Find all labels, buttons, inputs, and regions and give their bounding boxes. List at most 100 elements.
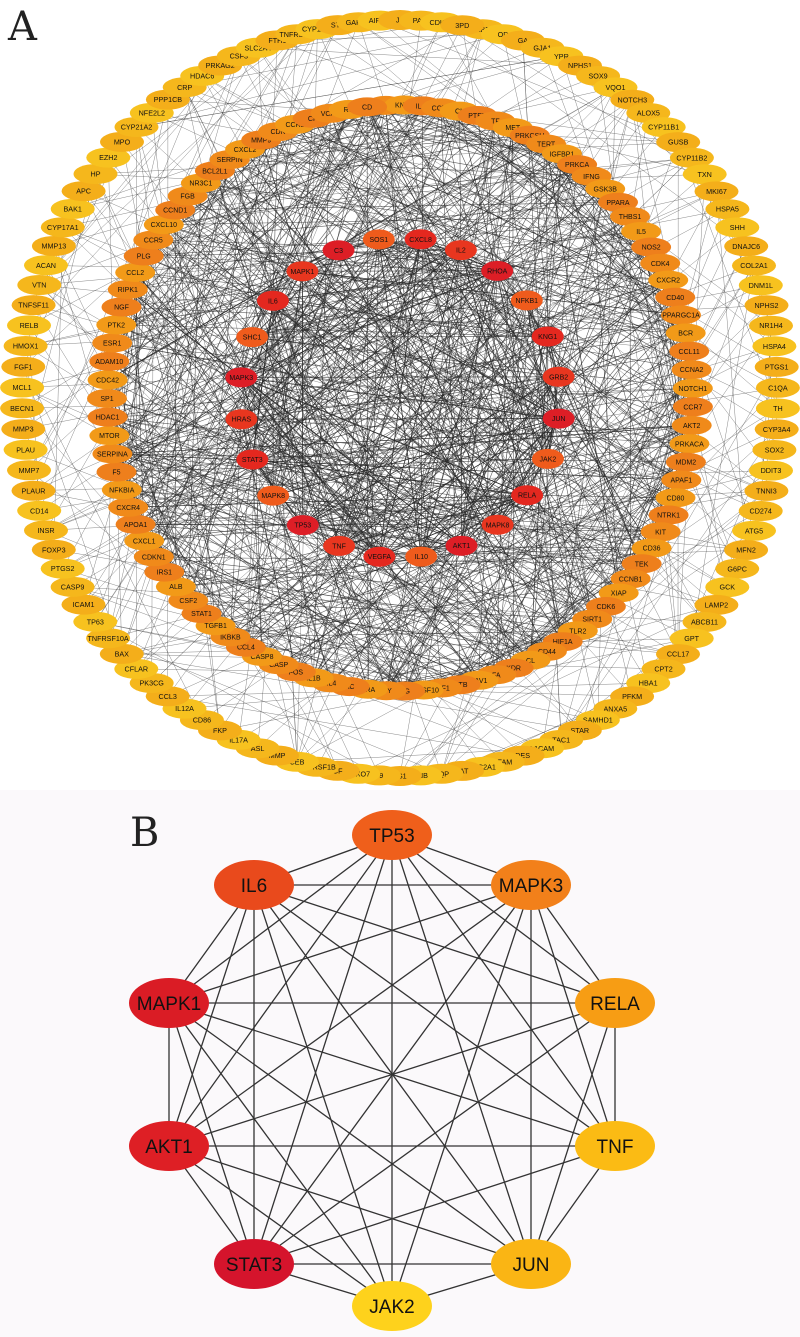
node-shape — [672, 397, 713, 417]
network-edge — [302, 270, 559, 419]
network-edge — [95, 621, 380, 776]
node-label: VCAN — [321, 111, 340, 118]
network-edge — [153, 556, 642, 565]
node-shape — [108, 497, 149, 517]
node-shape — [669, 341, 710, 361]
node-label: YPR — [554, 52, 569, 61]
node-label: CD86 — [193, 716, 211, 725]
node-label: TEK — [635, 561, 649, 568]
network-edge — [558, 418, 682, 481]
network-edge — [53, 227, 64, 550]
network-node-outer: CASP9 — [50, 576, 95, 597]
node-label: PTEN — [468, 113, 487, 120]
node-label: KNG1 — [538, 334, 557, 341]
node-label: APOA1 — [124, 522, 147, 529]
network-edge — [135, 105, 386, 525]
node-label: COL2A1 — [740, 261, 768, 270]
node-label: MCL1 — [13, 383, 32, 392]
node-shape — [73, 611, 118, 632]
node-shape — [0, 398, 45, 419]
network-edge — [461, 458, 549, 546]
network-node-outer: TP63 — [73, 611, 118, 632]
network-edge — [252, 270, 498, 460]
node-label: GSK3B — [594, 186, 618, 193]
network-node-middle: CXCR2 — [648, 270, 689, 290]
network-edge — [294, 124, 676, 298]
network-node-middle: CDC42 — [87, 370, 128, 390]
core-edge-MAPK1-JAK2 — [168, 1002, 393, 1307]
node-shape — [404, 229, 437, 250]
network-edge — [302, 418, 559, 526]
network-edge — [241, 250, 339, 420]
node-label: IFNG — [583, 174, 600, 181]
network-edge — [33, 304, 318, 767]
node-label: MMP13 — [42, 242, 67, 251]
node-label: CASP9 — [61, 583, 85, 592]
node-label: KDR — [506, 666, 521, 673]
node-label: CDK — [271, 129, 286, 136]
node-shape — [511, 485, 544, 506]
network-edge — [153, 239, 661, 533]
network-edge — [116, 270, 303, 326]
network-edge — [302, 336, 548, 526]
network-edge — [143, 110, 460, 257]
network-node-inner: CXCL8 — [404, 229, 437, 250]
core-node-shape — [575, 1121, 655, 1171]
network-node-middle: CXCR4 — [108, 497, 149, 517]
node-label: HDAC6 — [190, 72, 214, 81]
network-node-outer: MKI67 — [694, 181, 739, 202]
network-node-outer: DDIT3 — [749, 460, 793, 481]
network-edge — [338, 250, 498, 525]
core-node-akt1: AKT1 — [129, 1121, 209, 1171]
network-edge — [378, 239, 498, 272]
network-edge — [558, 332, 686, 378]
network-edge — [107, 416, 607, 607]
network-edge — [278, 545, 462, 665]
network-edge — [366, 106, 631, 579]
node-label: HBA1 — [639, 679, 658, 688]
node-label: NOS2 — [642, 245, 661, 252]
node-label: PPARGC1A — [662, 313, 700, 320]
network-edge — [112, 159, 230, 455]
network-node-inner: IL6 — [256, 290, 289, 311]
network-edge — [241, 239, 380, 378]
node-shape — [661, 305, 701, 325]
network-node-middle: PLG — [123, 246, 164, 266]
network-edge — [175, 209, 682, 481]
node-label: PLG — [137, 254, 151, 261]
node-shape — [7, 460, 51, 481]
network-edge — [558, 188, 606, 377]
network-node-middle: APOA1 — [115, 514, 156, 534]
node-label: CYP11B1 — [648, 123, 679, 132]
network-edge — [302, 87, 616, 272]
node-label: G6PC — [727, 564, 747, 573]
network-edge — [338, 250, 559, 419]
network-edge — [716, 191, 747, 551]
network-edge — [349, 630, 578, 687]
network-edge — [135, 524, 303, 526]
network-edge — [272, 270, 498, 496]
node-label: MAPK3 — [229, 375, 253, 382]
network-edge — [174, 209, 462, 546]
network-edge — [420, 270, 498, 557]
network-node-inner: MAPK1 — [286, 261, 319, 282]
node-label: CXCR4 — [116, 505, 140, 512]
node-shape — [656, 132, 701, 153]
node-shape — [655, 287, 696, 307]
node-label: GCK — [720, 583, 736, 592]
network-edge — [143, 250, 339, 542]
network-node-outer: TNFSF11 — [11, 295, 56, 316]
network-edge — [379, 300, 528, 557]
network-node-middle: CD40 — [655, 287, 696, 307]
network-edge — [272, 238, 421, 302]
network-edge — [230, 425, 692, 638]
network-edge — [378, 239, 548, 337]
network-node-outer: BAK1 — [50, 198, 95, 219]
network-edge — [164, 143, 547, 573]
network-node-inner: VEGFA — [363, 546, 396, 567]
node-label: PLAU — [16, 445, 35, 454]
network-node-outer: CYP11B2 — [669, 147, 714, 168]
node-label: ALB — [169, 584, 183, 591]
node-shape — [236, 327, 269, 348]
network-edge — [404, 176, 592, 692]
